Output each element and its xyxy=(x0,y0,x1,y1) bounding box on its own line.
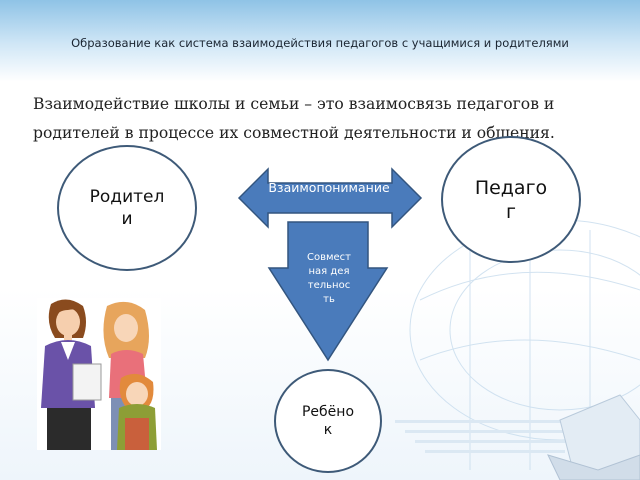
parents-node: Родители xyxy=(57,145,197,271)
teacher-and-children-illustration xyxy=(37,298,161,450)
mutual-understanding-label: Взаимопонимание xyxy=(268,180,390,195)
laptop-icon xyxy=(547,394,640,480)
child-node: Ребёнок xyxy=(274,369,382,473)
definition-line-1: Взаимодействие школы и семьи – это взаим… xyxy=(33,95,555,113)
vertical-down-arrow xyxy=(267,221,389,362)
teacher-label: Педагог xyxy=(474,176,548,223)
joint-activity-label: Совместная деятельность xyxy=(306,252,351,305)
teacher-node: Педагог xyxy=(441,136,581,263)
slide-title: Образование как система взаимодействия п… xyxy=(71,36,569,50)
definition-line-2: родителей в процессе их совместной деяте… xyxy=(33,124,555,142)
horizontal-double-arrow xyxy=(237,167,423,229)
definition-text: Взаимодействие школы и семьи – это взаим… xyxy=(33,90,633,148)
child-label: Ребёнок xyxy=(301,404,355,438)
parents-label: Родители xyxy=(89,187,165,229)
